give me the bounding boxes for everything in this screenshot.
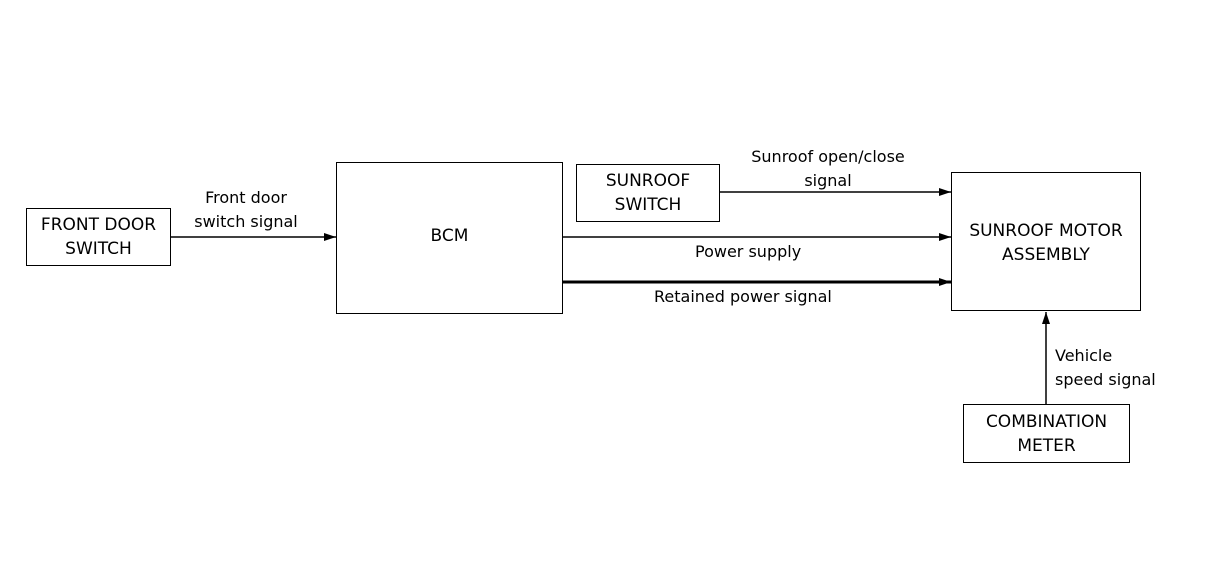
- front-door-switch-line-1: FRONT DOOR: [40, 215, 157, 235]
- sunroof-switch-block: SUNROOF SWITCH: [576, 164, 720, 222]
- sunroof-open-close-signal-label: Sunroof open/close signal: [728, 145, 928, 193]
- vehicle-speed-line-2: speed signal: [1055, 370, 1156, 389]
- vehicle-speed-line-1: Vehicle: [1055, 346, 1113, 365]
- power-supply-label: Power supply: [695, 242, 802, 261]
- retained-power-signal-label: Retained power signal: [654, 287, 832, 306]
- open-close-signal-line-2: signal: [804, 171, 852, 190]
- vehicle-speed-signal-label: Vehicle speed signal: [1055, 344, 1156, 392]
- combination-meter-block: COMBINATION METER: [963, 404, 1130, 463]
- bcm-label: BCM: [430, 226, 469, 246]
- combination-meter-line-1: COMBINATION: [985, 411, 1108, 432]
- sunroof-motor-assembly-block: SUNROOF MOTOR ASSEMBLY: [951, 172, 1141, 311]
- open-close-signal-line-1: Sunroof open/close: [751, 147, 905, 166]
- front-door-switch-block: FRONT DOOR SWITCH: [26, 208, 171, 266]
- front-door-switch-signal-label: Front door switch signal: [184, 186, 308, 234]
- front-door-switch-line-2: SWITCH: [65, 239, 132, 259]
- sunroof-switch-line-2: SWITCH: [614, 195, 682, 215]
- front-door-signal-line-1: Front door: [205, 188, 287, 207]
- front-door-signal-line-2: switch signal: [194, 212, 298, 231]
- combination-meter-line-2: METER: [1017, 435, 1076, 456]
- sunroof-motor-line-2: ASSEMBLY: [1002, 245, 1090, 265]
- bcm-block: BCM: [336, 162, 563, 314]
- sunroof-switch-line-1: SUNROOF: [605, 171, 691, 191]
- sunroof-motor-line-1: SUNROOF MOTOR: [969, 221, 1123, 241]
